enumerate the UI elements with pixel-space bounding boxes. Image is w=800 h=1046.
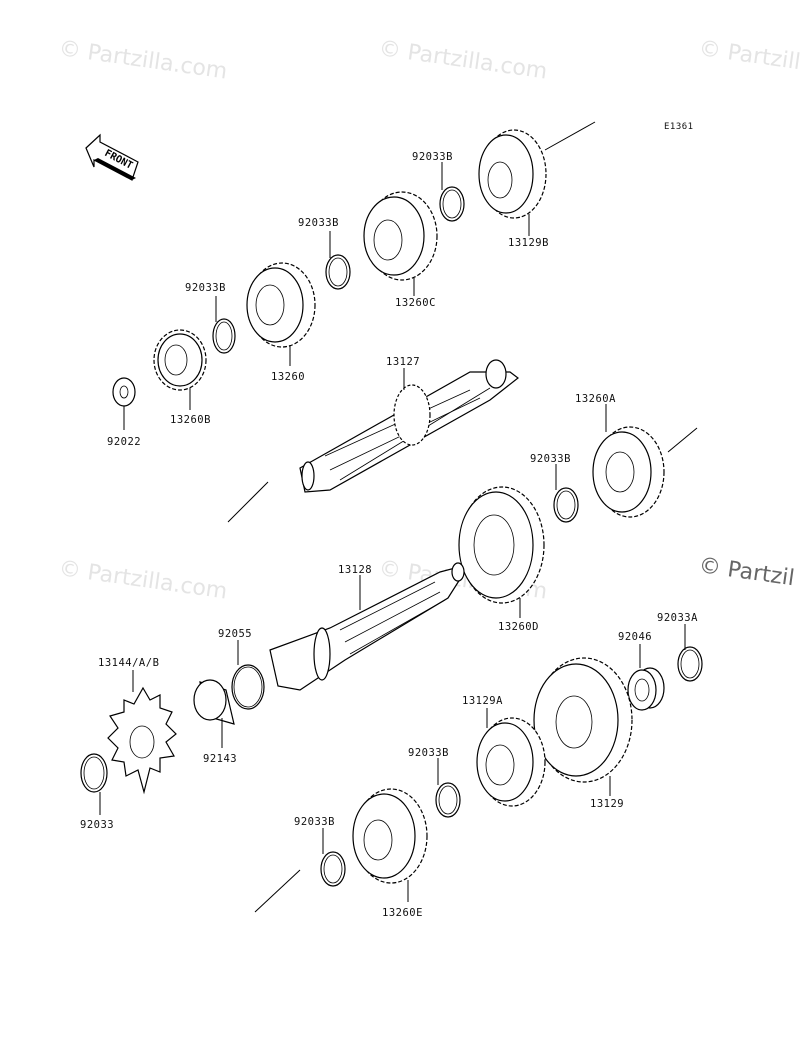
label-92055: 92055 (218, 628, 252, 640)
circlip-92033A (677, 646, 703, 682)
label-13260B: 13260B (170, 414, 211, 426)
gear-13260C (363, 191, 438, 281)
gear-13260E (352, 788, 428, 884)
circlip-92033 (80, 753, 108, 793)
circlip-92033B (435, 782, 461, 818)
gear-13129B (478, 129, 547, 219)
label-13129A: 13129A (462, 695, 503, 707)
bearing-92046 (627, 667, 665, 711)
gear-13129 (533, 657, 633, 783)
label-13129B: 13129B (508, 237, 549, 249)
label-92022: 92022 (107, 436, 141, 448)
diagram-code: E1361 (664, 122, 694, 132)
label-13129: 13129 (590, 798, 624, 810)
gear-13260 (246, 262, 316, 348)
label-13260: 13260 (271, 371, 305, 383)
watermark-edge: © Partzil (697, 553, 796, 591)
label-13260A: 13260A (575, 393, 616, 405)
label-92033B: 92033B (530, 453, 571, 465)
axis-line (254, 869, 301, 913)
label-13260E: 13260E (382, 907, 423, 919)
label-92033: 92033 (80, 819, 114, 831)
axis-line (227, 481, 269, 523)
label-92033A: 92033A (657, 612, 698, 624)
watermark: © Partzilla.com (57, 36, 229, 84)
circlip-92033B (439, 186, 465, 222)
label-13260D: 13260D (498, 621, 539, 633)
circlip-92033B (325, 254, 351, 290)
shaft-13128 (269, 562, 465, 691)
label-92143: 92143 (203, 753, 237, 765)
label-13144: 13144/A/B (98, 657, 159, 669)
label-13260C: 13260C (395, 297, 436, 309)
front-arrow-icon: FRONT (85, 133, 139, 181)
washer-92022 (112, 377, 136, 407)
axis-line (667, 427, 698, 453)
circlip-92033B (212, 318, 236, 354)
gear-13129A (476, 717, 546, 807)
circlip-92033B (320, 851, 346, 887)
o-ring-92055 (231, 664, 265, 710)
label-92033B: 92033B (412, 151, 453, 163)
gear-13260B (153, 329, 207, 391)
shaft-13127 (299, 359, 519, 493)
label-13127: 13127 (386, 356, 420, 368)
label-92033B: 92033B (298, 217, 339, 229)
gear-13260A (592, 426, 665, 518)
gear-13260D (458, 486, 545, 604)
label-92033B: 92033B (185, 282, 226, 294)
label-92033B: 92033B (408, 747, 449, 759)
watermark: © Partzilla.com (377, 36, 549, 84)
watermark: © Partzilla.com (697, 36, 800, 84)
collar-92143 (193, 679, 235, 725)
sprocket-13144 (107, 686, 177, 795)
watermark: © Partzilla.com (57, 556, 229, 604)
label-92046: 92046 (618, 631, 652, 643)
label-13128: 13128 (338, 564, 372, 576)
circlip-92033B (553, 487, 579, 523)
axis-line (544, 121, 596, 151)
label-92033B: 92033B (294, 816, 335, 828)
